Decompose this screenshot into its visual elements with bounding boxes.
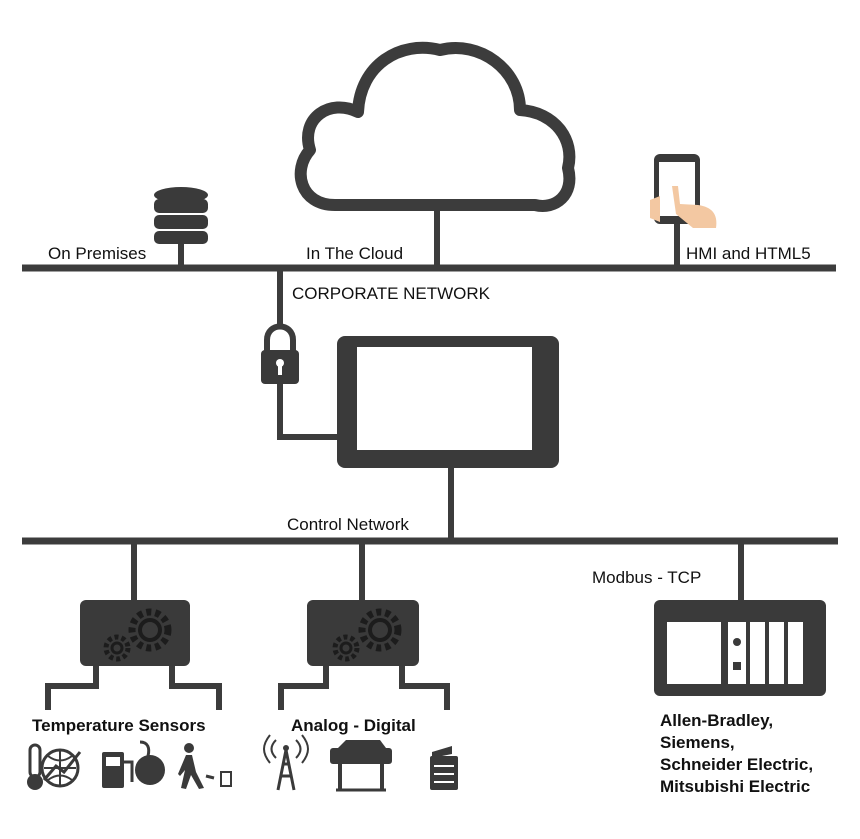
database-icon	[154, 187, 208, 244]
radio-tower-icon	[263, 734, 309, 791]
gears-icon	[332, 608, 402, 662]
plc-rack-icon	[654, 600, 826, 696]
corporate-network-label: CORPORATE NETWORK	[292, 284, 491, 303]
gears-icon	[103, 608, 172, 662]
thermometer-globe-icon	[27, 743, 82, 790]
modbus-tcp-label: Modbus - TCP	[592, 568, 702, 587]
vendor-schneider-electric: Schneider Electric,	[660, 755, 814, 774]
vendor-allen-bradley: Allen-Bradley,	[660, 711, 774, 730]
plotter-icon	[330, 740, 392, 792]
person-bin-icon	[178, 743, 232, 789]
temperature-sensors-label: Temperature Sensors	[32, 716, 206, 735]
vendor-list: Allen-Bradley, Siemens, Schneider Electr…	[660, 710, 813, 798]
copier-icon	[430, 746, 458, 790]
hmi-html5-label: HMI and HTML5	[686, 244, 811, 263]
vendor-mitsubishi-electric: Mitsubishi Electric	[660, 777, 811, 796]
vendor-siemens: Siemens,	[660, 733, 735, 752]
in-the-cloud-label: In The Cloud	[306, 244, 404, 263]
hmi-panel-icon	[337, 336, 559, 468]
on-premises-label: On Premises	[48, 244, 147, 263]
cloud-icon	[294, 41, 576, 212]
control-network-label: Control Network	[287, 515, 409, 534]
tablet-hand-icon	[650, 154, 717, 228]
io-module-analog-digital	[278, 600, 450, 710]
fuel-pump-icon	[102, 740, 165, 788]
io-module-temperature	[45, 600, 222, 710]
padlock-icon	[261, 323, 299, 384]
analog-digital-label: Analog - Digital	[291, 716, 416, 735]
